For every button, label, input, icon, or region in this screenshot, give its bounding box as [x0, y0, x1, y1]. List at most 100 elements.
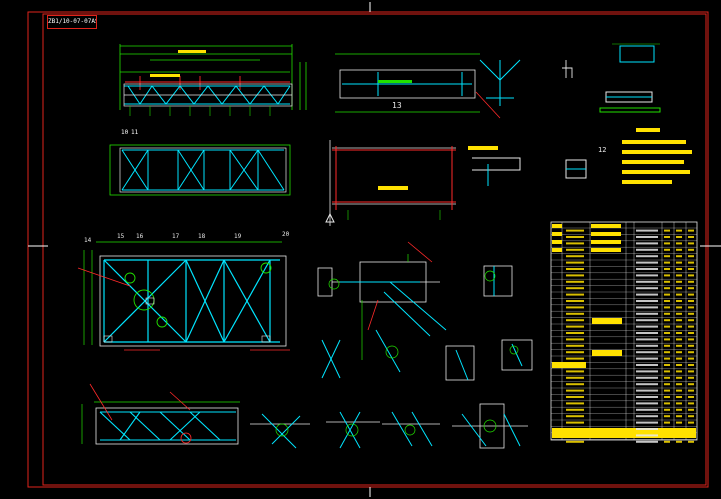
bom-cell-text: [664, 351, 670, 354]
side-elevation-view[interactable]: [81, 383, 240, 445]
crosshair-cursor: [28, 2, 721, 497]
bom-cell-text: [676, 280, 682, 283]
bom-cell-text: [636, 300, 658, 302]
bom-cell-text: [688, 421, 694, 424]
bom-cell-text: [566, 434, 584, 437]
bom-cell-text: [676, 370, 682, 373]
bom-cell-text: [636, 306, 658, 309]
bom-cell-text: [688, 434, 694, 437]
bom-cell-text: [636, 351, 658, 354]
section-detail-12[interactable]: 12: [472, 146, 606, 186]
bom-cell-text: [566, 287, 584, 290]
bottom-node-details[interactable]: [250, 403, 528, 449]
bom-cell-text: [688, 351, 694, 354]
bom-cell-text: [688, 357, 694, 360]
bom-cell-text: [566, 293, 584, 296]
bom-cell-text: [636, 332, 658, 334]
bom-cell-text: [664, 338, 670, 341]
bill-of-materials-table[interactable]: [550, 221, 698, 443]
bom-cell-text: [676, 242, 682, 245]
bom-cell-text: [676, 344, 682, 347]
bom-cell-text: [664, 261, 670, 264]
svg-text:19: 19: [234, 233, 242, 240]
bom-cell-text: [688, 376, 694, 379]
bom-cell-text: [676, 306, 682, 309]
bom-cell-text: [636, 319, 658, 322]
bom-cell-text: [688, 280, 694, 283]
bom-cell-text: [676, 434, 682, 437]
bom-cell-text: [688, 428, 694, 430]
bom-cell-text: [676, 300, 682, 302]
svg-text:15: 15: [117, 233, 125, 240]
bom-cell-text: [676, 274, 682, 277]
bom-cell-text: [688, 344, 694, 347]
bom-cell-text: [636, 242, 658, 245]
bom-cell-text: [664, 421, 670, 424]
bom-cell-text: [566, 332, 584, 334]
bom-cell-text: [636, 383, 658, 386]
bom-cell-text: [636, 293, 658, 296]
bom-cell-text: [664, 293, 670, 296]
bom-cell-text: [664, 236, 670, 238]
truss-plan-view[interactable]: 10 11: [109, 129, 291, 196]
bom-cell-text: [636, 376, 658, 379]
bom-cell-text: [636, 421, 658, 424]
bracing-beam-view[interactable]: [325, 140, 498, 226]
bom-cell-text: [664, 376, 670, 379]
bom-cell-text: [688, 389, 694, 392]
bom-cell-text: [688, 402, 694, 405]
bom-cell-text: [688, 364, 694, 366]
truss-elevation-view[interactable]: [119, 44, 307, 116]
bracing-plan-large[interactable]: 14 15 16 17 18 19 20: [77, 231, 290, 351]
bom-cell-text: [688, 440, 694, 443]
bom-cell-text: [636, 415, 658, 418]
bom-cell-text: [688, 261, 694, 264]
bom-cell-text: [566, 376, 584, 379]
bom-cell-text: [676, 408, 682, 411]
section-label-13: 13: [392, 101, 402, 110]
top-right-detail-views[interactable]: [562, 43, 661, 113]
bom-cell-text: [664, 364, 670, 366]
bom-cell-text: [676, 428, 682, 430]
bom-cell-text: [566, 236, 584, 238]
bom-cell-text: [566, 319, 584, 322]
bom-cell-text: [664, 287, 670, 290]
bom-cell-text: [688, 408, 694, 411]
bom-cell-text: [676, 364, 682, 366]
bom-cell-text: [566, 370, 584, 373]
bom-cell-text: [664, 408, 670, 411]
svg-text:20: 20: [282, 231, 290, 238]
bom-cell-text: [664, 319, 670, 322]
bom-cell-text: [676, 421, 682, 424]
bom-cell-text: [566, 351, 584, 354]
bom-cell-text: [636, 248, 658, 251]
bom-cell-text: [688, 287, 694, 290]
svg-text:16: 16: [136, 233, 144, 240]
svg-text:18: 18: [198, 233, 206, 240]
bom-cell-text: [636, 408, 658, 411]
bom-cell-text: [636, 389, 658, 392]
svg-text:14: 14: [84, 237, 92, 244]
bom-cell-text: [664, 389, 670, 392]
bom-cell-text: [566, 255, 584, 258]
bom-cell-text: [636, 338, 658, 341]
bom-cell-text: [636, 229, 658, 232]
bom-cell-text: [676, 236, 682, 238]
bom-cell-text: [664, 255, 670, 258]
bom-cell-text: [676, 287, 682, 290]
bom-cell-text: [664, 428, 670, 430]
connection-details-middle[interactable]: [317, 241, 533, 381]
bom-cell-text: [664, 229, 670, 232]
bom-cell-text: [664, 306, 670, 309]
bom-cell-text: [636, 357, 658, 360]
bom-cell-text: [688, 319, 694, 322]
bom-cell-text: [664, 280, 670, 283]
bom-cell-text: [676, 293, 682, 296]
bom-cell-text: [676, 229, 682, 232]
beam-elevation-view[interactable]: 13: [335, 53, 521, 119]
bom-cell-text: [676, 338, 682, 341]
bom-cell-text: [688, 300, 694, 302]
bom-cell-text: [688, 415, 694, 418]
bom-cell-text: [664, 383, 670, 386]
